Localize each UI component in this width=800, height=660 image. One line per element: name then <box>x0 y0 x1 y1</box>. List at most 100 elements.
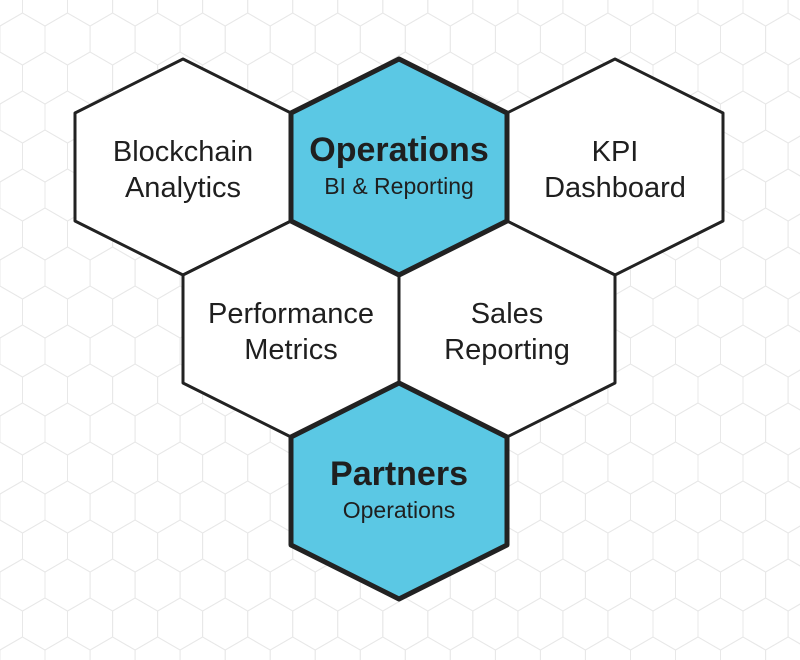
background-hex-cell <box>134 324 181 378</box>
background-hex-cell <box>269 12 316 66</box>
background-hex-cell <box>539 12 586 66</box>
background-hex-cell <box>720 324 767 378</box>
background-hex-cell <box>89 636 136 660</box>
background-hex-cell <box>697 363 744 417</box>
background-hex-cell <box>697 285 744 339</box>
background-hex-cell <box>404 636 451 660</box>
background-hex-cell <box>89 246 136 300</box>
background-hex-cell <box>382 0 429 27</box>
operations-subtitle: BI & Reporting <box>324 173 474 199</box>
hex-operations-highlight <box>288 56 510 278</box>
background-hex-cell <box>179 402 226 456</box>
background-hex-cell <box>269 558 316 612</box>
background-hex-cell <box>0 285 23 339</box>
background-hex-cell <box>269 636 316 660</box>
background-hex-cell <box>697 51 744 105</box>
background-hex-cell <box>0 168 46 222</box>
background-hex-cell <box>787 135 800 177</box>
background-hex-cell <box>584 480 631 534</box>
background-hex-cell <box>202 441 249 495</box>
background-hex-cell <box>292 597 339 651</box>
sales-label-line1: Sales <box>471 298 544 330</box>
partners-title: Partners <box>330 455 468 493</box>
background-hex-cell <box>472 597 519 651</box>
background-hex-cell <box>157 519 204 573</box>
background-hex-cell <box>0 402 46 456</box>
background-hex-cell <box>202 519 249 573</box>
background-hex-cell <box>652 519 699 573</box>
background-hex-cell <box>630 324 676 378</box>
background-hex-cell <box>787 57 800 99</box>
background-hex-cell <box>0 324 46 378</box>
background-hex-cell <box>787 447 800 489</box>
background-hex-cell <box>0 90 46 144</box>
background-hex-cell <box>292 0 339 27</box>
background-hex-cell <box>67 519 114 573</box>
background-hex-cell <box>22 0 68 27</box>
background-hex-cell <box>22 51 68 105</box>
background-hex-cell <box>134 558 181 612</box>
background-hex-cell <box>337 0 384 27</box>
background-hex-cell <box>787 291 800 333</box>
background-hex-cell <box>675 12 721 66</box>
background-hex-cell <box>584 636 631 660</box>
background-hex-cell <box>742 51 789 105</box>
background-hex-cell <box>0 519 23 573</box>
background-hex-cell <box>157 0 204 27</box>
background-hex-cell <box>697 519 744 573</box>
background-hex-cell <box>0 636 46 660</box>
background-hex-cell <box>742 363 789 417</box>
background-hex-cell <box>607 0 654 27</box>
background-hex-cell <box>0 0 23 27</box>
kpi-label-line1: KPI <box>592 136 639 168</box>
background-hex-cell <box>0 480 46 534</box>
background-hex-cell <box>562 441 609 495</box>
background-hex-cell <box>179 480 226 534</box>
background-hex-cell <box>494 636 541 660</box>
background-hex-cell <box>314 12 361 66</box>
background-hex-cell <box>539 636 586 660</box>
background-hex-cell <box>539 480 586 534</box>
background-hex-cell <box>742 519 789 573</box>
background-hex-cell <box>765 558 800 612</box>
background-hex-cell <box>607 441 654 495</box>
background-hex-cell <box>720 90 767 144</box>
background-hex-cell <box>22 363 68 417</box>
background-hex-cell <box>247 519 294 573</box>
background-hex-cell <box>449 12 496 66</box>
background-hex-cell <box>787 0 800 21</box>
background-hex-cell <box>67 285 114 339</box>
background-hex-cell <box>22 129 68 183</box>
background-hex-cell <box>787 525 800 567</box>
background-hex-cell <box>157 597 204 651</box>
background-hex-cell <box>89 324 136 378</box>
background-hex-cell <box>112 519 159 573</box>
background-hex-cell <box>517 0 564 27</box>
background-hex-cell <box>675 402 721 456</box>
background-hex-cell <box>765 402 800 456</box>
background-hex-cell <box>67 363 114 417</box>
background-hex-cell <box>44 246 91 300</box>
background-hex-cell <box>517 597 564 651</box>
background-hex-cell <box>0 207 23 261</box>
background-hex-cell <box>0 12 46 66</box>
background-hex-cell <box>22 597 68 651</box>
background-hex-cell <box>89 558 136 612</box>
background-hex-cell <box>359 636 406 660</box>
background-hex-cell <box>67 0 114 27</box>
background-hex-cell <box>630 558 676 612</box>
background-hex-cell <box>494 558 541 612</box>
background-hex-cell <box>202 597 249 651</box>
background-hex-cell <box>652 597 699 651</box>
background-hex-cell <box>224 480 271 534</box>
background-hex-cell <box>584 12 631 66</box>
background-hex-cell <box>44 636 91 660</box>
background-hex-cell <box>675 558 721 612</box>
background-hex-cell <box>630 402 676 456</box>
background-hex-cell <box>44 402 91 456</box>
background-hex-cell <box>44 558 91 612</box>
background-hex-cell <box>652 363 699 417</box>
background-hex-cell <box>427 0 474 27</box>
